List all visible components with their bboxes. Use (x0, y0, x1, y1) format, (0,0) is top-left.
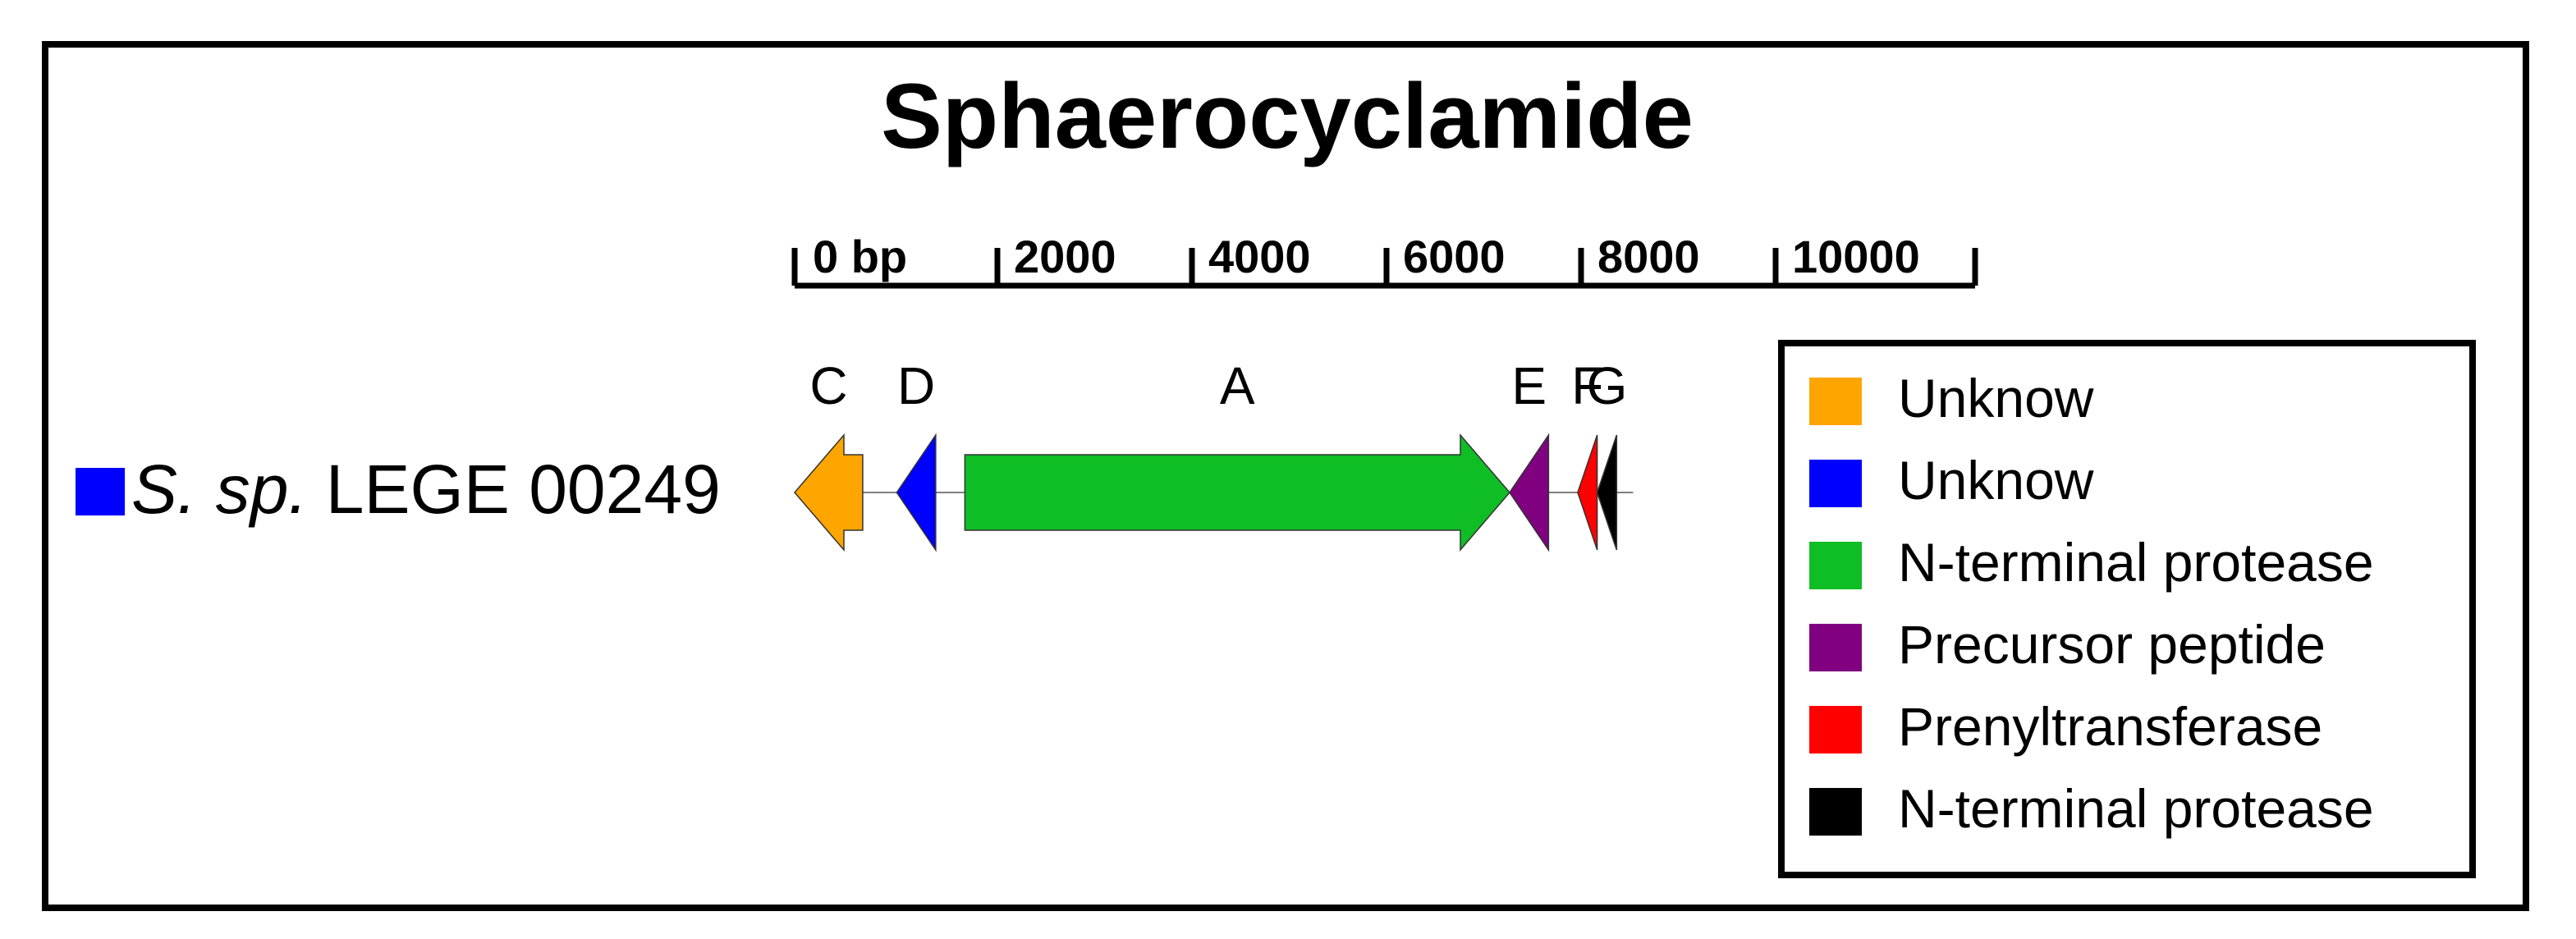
gene-label-D: D (897, 356, 935, 415)
legend-label: Unknow (1898, 450, 2094, 511)
organism-name-strain: LEGE 00249 (326, 451, 721, 528)
gene-label-E: E (1511, 356, 1547, 415)
legend-label: Precursor peptide (1898, 614, 2326, 675)
gene-arrow-F (1577, 434, 1598, 551)
scale-tick-label: 8000 (1597, 231, 1700, 282)
gene-label-A: A (1220, 356, 1255, 415)
gene-label-C: C (809, 356, 847, 415)
gene-arrow-G (1596, 434, 1618, 551)
legend-swatch (1809, 378, 1862, 425)
scale-tick-label: 4000 (1208, 231, 1311, 282)
gene-arrow-E (1509, 433, 1550, 552)
gene-label-G: G (1587, 356, 1628, 415)
organism-marker (76, 468, 125, 515)
gene-arrow-C (794, 433, 864, 552)
organism-name-italic: S. sp. (131, 451, 308, 528)
gene-label-F: F (1571, 356, 1603, 415)
gene-arrow-A (964, 433, 1510, 552)
gene-arrow-D (896, 433, 937, 552)
legend-label: Prenyltransferase (1898, 696, 2322, 757)
scale-tick-label: 2000 (1014, 231, 1116, 282)
scale-bar: 0 bp 2000 4000 6000 8000 10000 (791, 231, 1978, 289)
legend-border (1778, 340, 2476, 878)
legend-swatch (1809, 542, 1862, 589)
legend-swatch (1809, 460, 1862, 507)
legend-swatch (1809, 706, 1862, 753)
legend-label: N-terminal protease (1898, 778, 2374, 839)
scale-tick-label: 0 bp (813, 231, 907, 282)
figure-title: Sphaerocyclamide (881, 65, 1694, 167)
legend-label: N-terminal protease (1898, 532, 2374, 593)
scale-tick-label: 6000 (1403, 231, 1506, 282)
legend-label: Unknow (1898, 368, 2094, 428)
scale-tick-label: 10000 (1792, 231, 1920, 282)
legend-swatch (1809, 624, 1862, 671)
legend-swatch (1809, 788, 1862, 836)
organism-label: S. sp.LEGE 00249 (131, 451, 721, 528)
figure-border (42, 41, 2529, 911)
